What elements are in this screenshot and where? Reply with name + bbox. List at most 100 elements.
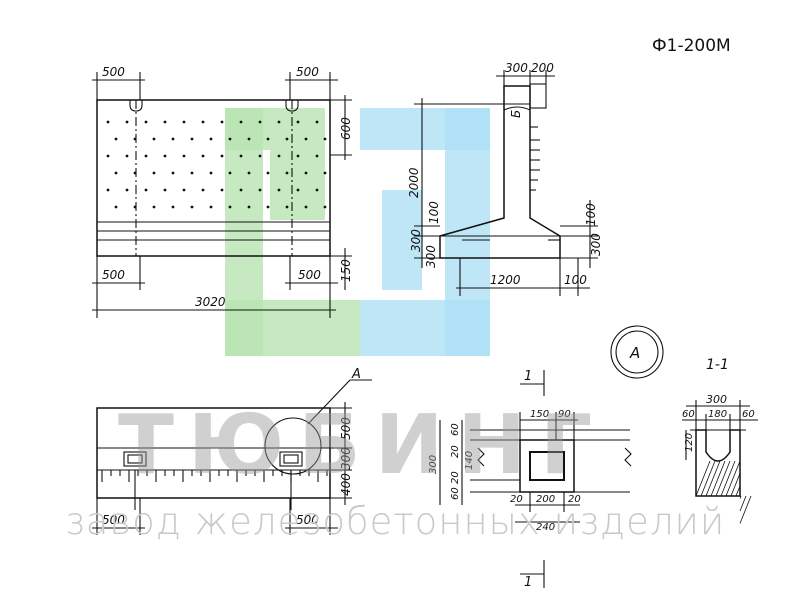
detail-a-callout-circle [264, 417, 322, 475]
detail-a-marker-outer [610, 325, 664, 379]
dim-label: 500 [102, 513, 125, 527]
dim-label: 300 [424, 245, 438, 268]
watermark-caption: завод железобетонных изделий [64, 500, 726, 543]
watermark-blue-block-bottom [360, 300, 490, 356]
plan-bottom-ticks [101, 470, 328, 482]
aggregate-dot [171, 137, 175, 141]
dim-label: 140 [464, 451, 475, 470]
aggregate-dot [247, 137, 251, 141]
plan-loop-left-inner [127, 454, 143, 464]
dim-label: 120 [684, 433, 695, 452]
detail-a-marker-label: А [629, 344, 640, 362]
aggregate-dot [209, 171, 213, 175]
dim-label: 100 [564, 273, 587, 287]
dim-label: 150 [339, 259, 353, 282]
dim-label: 20 [450, 471, 461, 484]
aggregate-dot [106, 154, 110, 158]
aggregate-dot [315, 188, 319, 192]
hatch-line [720, 460, 736, 497]
dim-label: 600 [339, 117, 353, 140]
section-1-1 [682, 400, 758, 497]
dim-label: 500 [296, 65, 319, 79]
aggregate-dot [182, 120, 186, 124]
aggregate-dot [323, 205, 327, 209]
dim-label: 20 [510, 494, 523, 505]
hatch-line [739, 495, 752, 524]
aggregate-dot [163, 154, 167, 158]
aggregate-dot [228, 137, 232, 141]
dim-label: 2000 [407, 167, 421, 198]
aggregate-dot [125, 154, 129, 158]
aggregate-dot [323, 137, 327, 141]
aggregate-dot [266, 205, 270, 209]
dim-label: 500 [339, 417, 353, 440]
aggregate-dot [266, 171, 270, 175]
aggregate-dot [239, 120, 243, 124]
hatch-line [725, 460, 741, 497]
hatch-line [700, 460, 716, 497]
aggregate-dot [144, 120, 148, 124]
dim-label: 180 [708, 409, 727, 420]
watermark-green-block-bottom [225, 300, 360, 356]
aggregate-dot [285, 205, 289, 209]
hatch-line [715, 460, 731, 497]
detail-plate-outer [519, 439, 575, 493]
aggregate-dot [201, 120, 205, 124]
front-aggregate-dots [106, 120, 327, 209]
dim-label: 300 [706, 393, 727, 406]
aggregate-dot [220, 154, 224, 158]
dim-label: 60 [742, 409, 755, 420]
aggregate-dot [209, 205, 213, 209]
dim-label: 90 [558, 409, 571, 420]
aggregate-dot [258, 154, 262, 158]
front-notch-right [285, 100, 299, 112]
aggregate-dot [190, 205, 194, 209]
aggregate-dot [152, 171, 156, 175]
aggregate-dot [304, 137, 308, 141]
front-outline [96, 99, 331, 257]
front-elevation [96, 99, 331, 257]
aggregate-dot [201, 188, 205, 192]
aggregate-dot [228, 205, 232, 209]
aggregate-dot [296, 120, 300, 124]
front-notch-left [129, 100, 143, 112]
side-b-curve [503, 106, 531, 111]
aggregate-dot [114, 205, 118, 209]
drawing-labels: 500 500 600 500 500 150 3020 300 200 Б 2… [102, 61, 755, 590]
hatch-line [705, 460, 721, 497]
aggregate-dot [323, 171, 327, 175]
section-mark-label: 1 [524, 575, 532, 590]
detail-a-leader [307, 379, 351, 425]
plan-outline [96, 407, 331, 499]
watermark-logo [225, 108, 490, 356]
dim-label: 20 [450, 445, 461, 458]
detail-a-marker-inner [615, 330, 659, 374]
dim-label: 300 [505, 61, 528, 75]
hatch-line [735, 485, 741, 497]
aggregate-dot [190, 171, 194, 175]
aggregate-dot [163, 120, 167, 124]
dim-label: 500 [102, 268, 125, 282]
section-hatching [695, 460, 752, 524]
detail-break-left [477, 447, 485, 467]
aggregate-dot [277, 188, 281, 192]
hatch-line [739, 495, 742, 499]
aggregate-dot [133, 171, 137, 175]
aggregate-dot [228, 171, 232, 175]
hatch-line [739, 495, 747, 512]
dim-label: 300 [589, 233, 603, 256]
aggregate-dot [304, 205, 308, 209]
aggregate-dot [239, 188, 243, 192]
watermark-logo-text: ТЮБИНГ [118, 398, 607, 493]
aggregate-dot [220, 120, 224, 124]
aggregate-dot [106, 120, 110, 124]
watermark-green-block-top [225, 108, 325, 150]
plan-loop-right [279, 451, 303, 467]
aggregate-dot [258, 120, 262, 124]
aggregate-dot [258, 188, 262, 192]
plan-loop-right-inner [283, 454, 299, 464]
aggregate-dot [152, 205, 156, 209]
section-mark-label: 1 [524, 369, 532, 384]
aggregate-dot [296, 188, 300, 192]
